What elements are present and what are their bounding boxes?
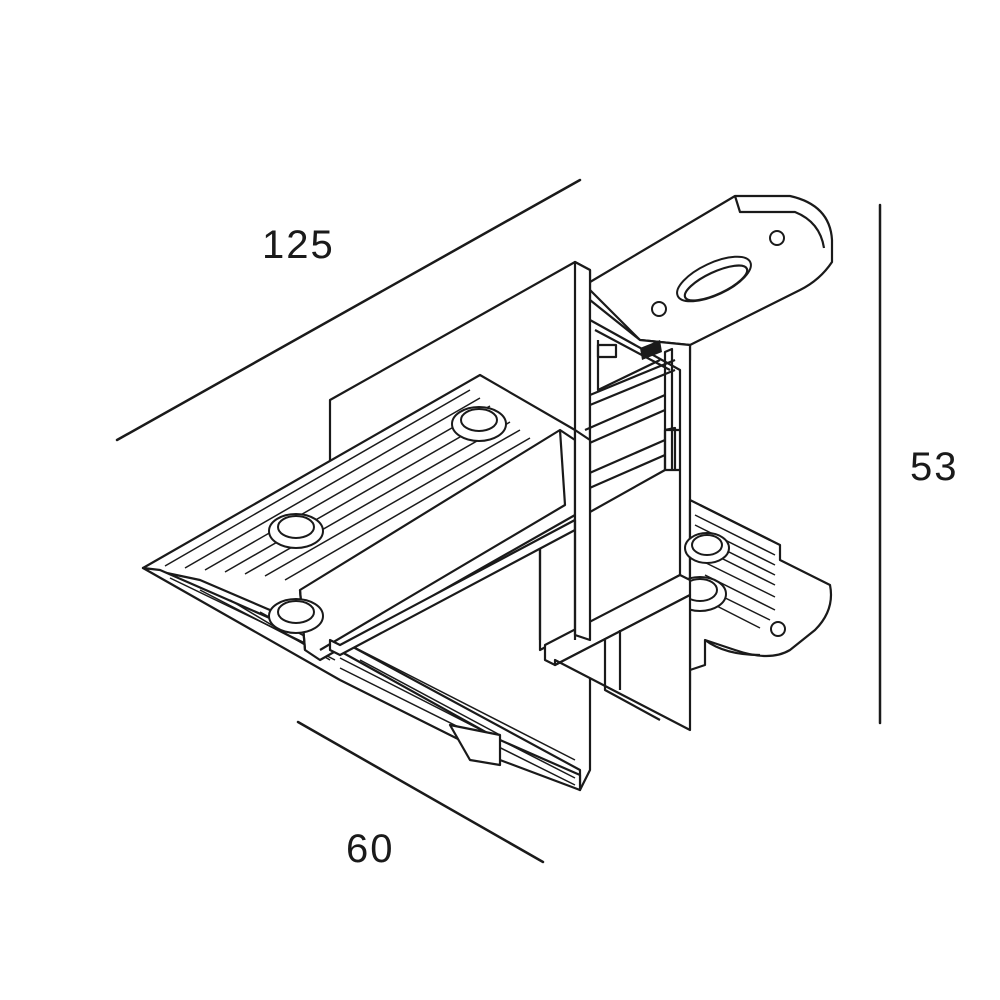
screw-head — [451, 406, 507, 442]
right-arm — [673, 498, 833, 672]
screw-head — [268, 513, 324, 549]
screw-hole — [769, 230, 785, 246]
dimension-label-width: 60 — [346, 827, 395, 871]
screw-head — [268, 598, 324, 634]
dimension-height: 53 — [878, 203, 959, 725]
column-front — [573, 428, 592, 642]
screw-head — [684, 532, 730, 564]
screw-hole — [770, 621, 786, 637]
dimension-line-length — [115, 178, 582, 442]
dimension-label-height: 53 — [910, 445, 959, 489]
left-arm — [141, 373, 582, 792]
dimension-width: 60 — [296, 720, 545, 871]
dimension-length: 125 — [115, 178, 582, 442]
dimension-label-length: 125 — [262, 223, 335, 267]
dimension-line-width — [296, 720, 545, 864]
screw-hole — [651, 301, 667, 317]
